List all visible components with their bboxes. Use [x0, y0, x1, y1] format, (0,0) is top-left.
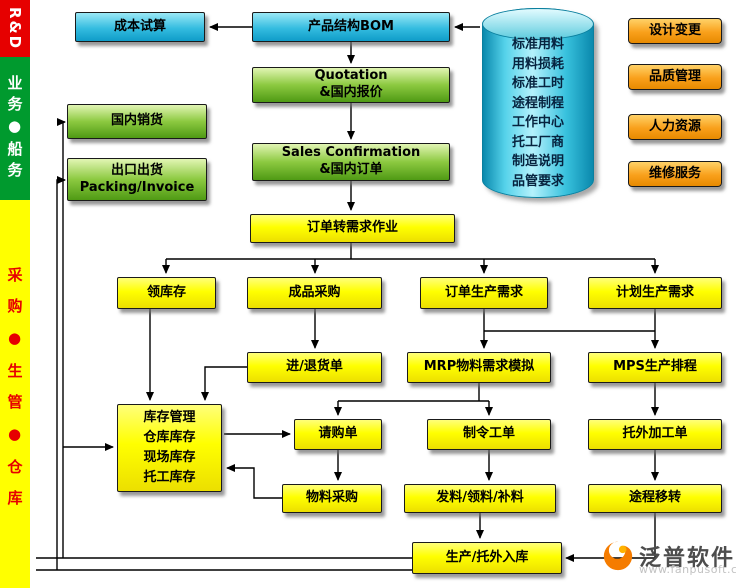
route-transfer-box: 途程移转 [588, 484, 722, 513]
order-production-demand-box: 订单生产需求 [420, 277, 548, 309]
flow-arrow [56, 176, 66, 570]
outsource-order-box: 托外加工单 [588, 419, 722, 450]
planned-production-demand-box: 计划生产需求 [588, 277, 722, 309]
flow-arrow [226, 464, 282, 499]
sidebar-rd-band: R&D [0, 0, 30, 57]
inventory-mgmt-box: 库存管理 仓库库存 现场库存 托工库存 [117, 404, 222, 492]
bom-box: 产品结构BOM [252, 12, 450, 42]
material-purchase-box: 物料采购 [282, 484, 382, 513]
sidebar-rd-label: R&D [6, 6, 24, 51]
cylinder-lid [482, 8, 594, 40]
sidebar-business-label: 业务●船务 [5, 74, 24, 183]
fanpu-logo-text: 泛普软件 [639, 546, 736, 571]
receipt-return-box: 进/退货单 [247, 352, 382, 383]
fanpu-logo-icon [603, 541, 633, 571]
master-data-cylinder: 标准用料 用料损耗 标准工时 途程制程 工作中心 托工厂商 制造说明 品管要求 [482, 8, 594, 198]
domestic-sales-box: 国内销货 [67, 104, 207, 139]
hr-box: 人力资源 [628, 114, 722, 140]
production-receipt-box: 生产/托外入库 [412, 542, 562, 574]
purchase-requisition-box: 请购单 [294, 419, 382, 450]
sidebar-scm-band: 采购●生管●仓库 [0, 200, 30, 588]
sidebar-business-band: 业务●船务 [0, 57, 30, 200]
fanpu-logo: 泛普软件 [601, 539, 735, 573]
pick-inventory-box: 领库存 [117, 277, 216, 309]
finished-goods-purchase-box: 成品采购 [247, 277, 382, 309]
flow-arrow [201, 366, 247, 401]
cost-estimate-box: 成本试算 [75, 12, 205, 42]
mps-box: MPS生产排程 [588, 352, 722, 383]
watermark-text: www.fanpusoft.com [639, 563, 736, 576]
work-order-box: 制令工单 [427, 419, 551, 450]
flow-connector [166, 243, 655, 260]
quality-mgmt-box: 品质管理 [628, 64, 722, 90]
order-to-demand-box: 订单转需求作业 [250, 214, 455, 243]
sidebar-scm-label: 采购●生管●仓库 [5, 267, 24, 521]
flow-arrow [57, 118, 66, 558]
export-shipping-box: 出口出货 Packing/Invoice [67, 158, 207, 201]
quotation-box: Quotation &国内报价 [252, 67, 450, 103]
maintenance-box: 维修服务 [628, 161, 722, 187]
mrp-box: MRP物料需求模拟 [407, 352, 551, 383]
material-issue-box: 发料/领料/补料 [404, 484, 556, 513]
design-change-box: 设计变更 [628, 18, 722, 44]
cylinder-text: 标准用料 用料损耗 标准工时 途程制程 工作中心 托工厂商 制造说明 品管要求 [511, 37, 564, 189]
flow-connector [338, 383, 489, 402]
sales-confirmation-box: Sales Confirmation &国内订单 [252, 143, 450, 181]
